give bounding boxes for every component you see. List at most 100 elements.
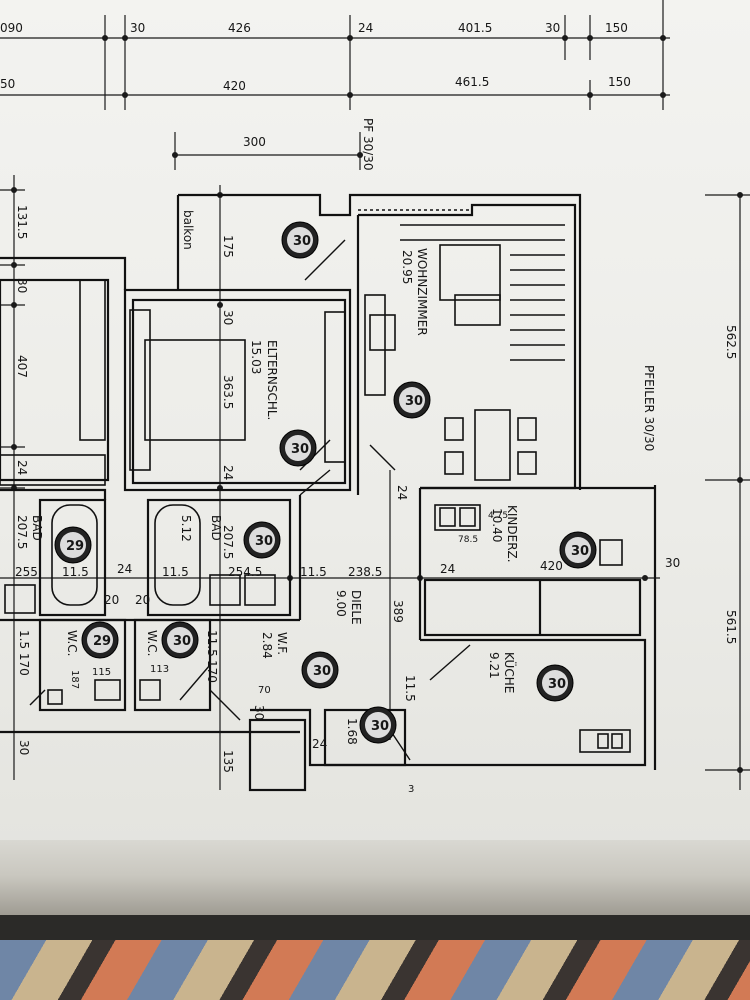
dim-label: 135 (221, 750, 235, 773)
room-eltern-name: ELTERNSCHL. (265, 340, 279, 420)
rug-pattern (0, 940, 750, 1000)
dim-label: 30 (665, 556, 680, 570)
dim-label: 187 (69, 670, 80, 689)
dim-label: 20 (135, 593, 150, 607)
dim-label: 11.5 (62, 565, 89, 579)
dim-label: 407 (15, 355, 29, 378)
room-abstell-area: 1.68 (345, 718, 359, 745)
stamp-5: 29 (54, 526, 92, 564)
dim-label: 20 (104, 593, 119, 607)
dim-label: 30 (545, 21, 560, 35)
dim-label: 11.5 (403, 675, 417, 702)
stamp-11: 30 (359, 706, 397, 744)
stamp-7: 30 (161, 621, 199, 659)
dim-label: 24 (312, 737, 327, 751)
dim-label: 170 (205, 660, 219, 683)
room-kueche-name: KÜCHE (502, 652, 518, 693)
room-wc-left-name: W.C. (65, 630, 79, 657)
dim-label: 30 (17, 740, 31, 755)
dim-label: 420 (540, 559, 563, 573)
room-wf-name: W.F. (275, 632, 289, 655)
dim-label: 207.5 (221, 525, 235, 559)
dim-label: 78.5 (458, 535, 478, 545)
room-bad-mid-name: BAD (209, 515, 223, 541)
room-eltern-area: 15.03 (249, 340, 263, 374)
stamp-3: 30 (279, 429, 317, 467)
stamp-2: 30 (393, 381, 431, 419)
room-kueche-area: 9.21 (487, 652, 501, 679)
room-labels: balkon WOHNZIMMER 20.95 ELTERNSCHL. 15.0… (15, 210, 519, 745)
stamp-label: 30 (255, 534, 273, 549)
room-bad-left-dim: 207.5 (15, 515, 29, 549)
room-wohnzimmer-area: 20.95 (400, 250, 414, 284)
dim-label: 3 (408, 784, 414, 795)
shelving-lines (400, 224, 565, 361)
stamp-label: 30 (571, 544, 589, 559)
room-kinder-name: KINDERZ. (505, 505, 519, 563)
dim-label: 426 (228, 21, 251, 35)
dim-label: PF 30/30 (361, 118, 375, 171)
stamp-label: 30 (371, 719, 389, 734)
room-wohnzimmer-name: WOHNZIMMER (415, 248, 429, 336)
room-wc-mid-name: W.C. (145, 630, 159, 657)
room-wf-area: 2.84 (260, 632, 274, 659)
room-diele-area: 9.00 (334, 590, 348, 617)
dim-label: 175 (221, 235, 235, 258)
dim-label: 090 (0, 21, 23, 35)
dim-label: 255 (15, 565, 38, 579)
dim-label: 389 (391, 600, 405, 623)
stamp-label: 30 (548, 677, 566, 692)
stamp-9: 30 (559, 531, 597, 569)
dim-label: 300 (243, 135, 266, 149)
dim-label: 11.5 (205, 630, 219, 657)
dim-label: 24 (440, 562, 455, 576)
dim-label: 561.5 (724, 610, 738, 644)
dim-label: 30 (252, 705, 266, 720)
dim-label: 238.5 (348, 565, 382, 579)
dim-label: 11.5 (162, 565, 189, 579)
stamp-8: 30 (301, 651, 339, 689)
dimension-dots (11, 35, 743, 773)
dim-label: 420 (223, 79, 246, 93)
stamp-10: 30 (536, 664, 574, 702)
dim-label: 461.5 (455, 75, 489, 89)
room-bad-mid-area: 5.12 (179, 515, 193, 542)
stamp-4: 30 (243, 521, 281, 559)
dim-label: 150 (608, 75, 631, 89)
dim-label: 1.5 170 (17, 630, 31, 676)
dim-label: 11.5 (300, 565, 327, 579)
dim-label: 24 (395, 485, 409, 500)
walls (0, 193, 657, 792)
dim-label: 30 (221, 310, 235, 325)
dim-label: 115 (92, 667, 111, 678)
dim-label: PFEILER 30/30 (642, 365, 656, 451)
dimension-labels: 090 30 426 24 401.5 30 150 50 420 461.5 … (0, 21, 738, 795)
dim-label: 113 (150, 664, 169, 675)
table-shadow (0, 915, 750, 940)
stamp-label: 30 (313, 664, 331, 679)
dim-label: 401.5 (458, 21, 492, 35)
room-bad-left-name: BAD (30, 515, 44, 541)
room-diele-name: DIELE (349, 590, 363, 625)
room-balkon: balkon (181, 210, 195, 250)
dim-label: 363.5 (221, 375, 235, 409)
stamp-label: 30 (293, 234, 311, 249)
dim-label: 562.5 (724, 325, 738, 359)
dim-label: 24 (221, 465, 235, 480)
stamp-group: 30 30 30 30 29 29 30 30 30 30 30 (54, 221, 597, 744)
stamp-6: 29 (81, 621, 119, 659)
furniture (0, 224, 631, 753)
dim-label: 50 (0, 77, 15, 91)
stamp-label: 30 (291, 442, 309, 457)
dim-label: 24 (15, 460, 29, 475)
dotted-lines (190, 209, 472, 301)
dim-label: 70 (258, 685, 271, 696)
stamp-label: 29 (66, 539, 84, 554)
dim-label: 4.75 (488, 511, 508, 521)
stamp-1: 30 (281, 221, 319, 259)
stamp-label: 29 (93, 634, 111, 649)
dim-label: 30 (15, 278, 29, 293)
room-kinder-area: 10.40 (490, 508, 504, 542)
dim-label: 254.5 (228, 565, 262, 579)
dim-label: 131.5 (15, 205, 29, 239)
